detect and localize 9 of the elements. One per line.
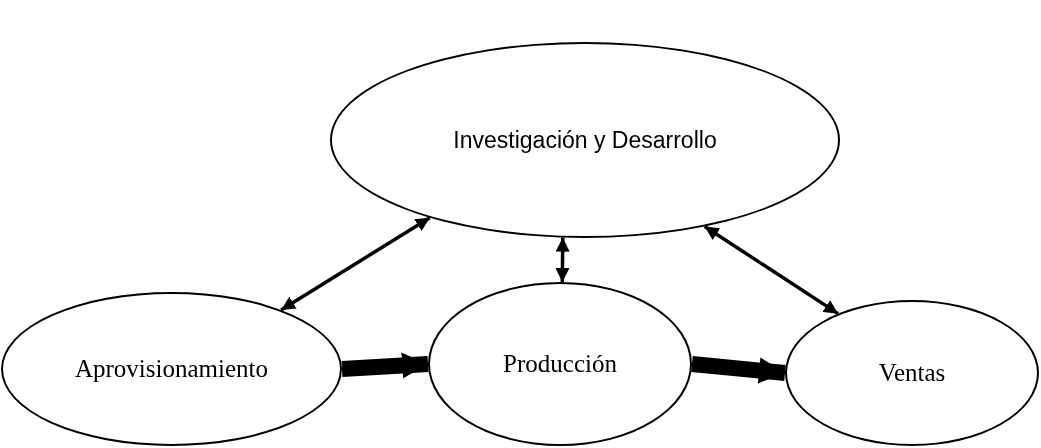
block-arrow bbox=[341, 352, 429, 379]
double-arrow bbox=[703, 225, 840, 316]
double-arrow bbox=[280, 216, 431, 312]
node-label: Investigación y Desarrollo bbox=[453, 125, 717, 155]
node-label: Ventas bbox=[878, 358, 946, 389]
node-label: Aprovisionamiento bbox=[75, 354, 268, 385]
double-arrow bbox=[555, 237, 570, 283]
block-arrow bbox=[691, 356, 786, 384]
node-label: Producción bbox=[503, 349, 617, 380]
